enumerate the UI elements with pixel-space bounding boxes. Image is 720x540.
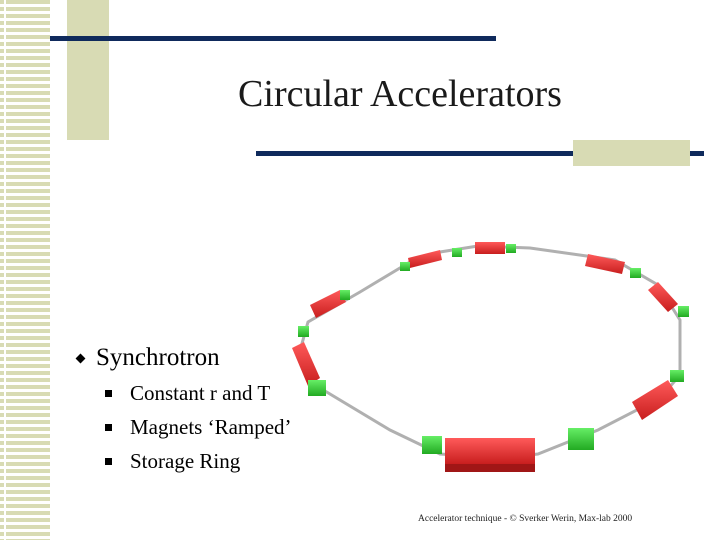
quadrupole-magnet bbox=[630, 268, 641, 278]
quadrupole-magnet bbox=[452, 248, 462, 257]
dipole-magnet-side bbox=[445, 464, 535, 472]
decorative-block-bottom bbox=[573, 140, 690, 166]
dipole-magnet bbox=[585, 254, 625, 274]
quadrupole-magnet bbox=[678, 306, 689, 317]
square-bullet-icon bbox=[105, 457, 112, 465]
quadrupole-magnet bbox=[422, 436, 442, 454]
synchrotron-ring-illustration bbox=[292, 242, 689, 472]
dipole-magnet bbox=[632, 380, 678, 420]
quadrupole-magnet bbox=[568, 428, 594, 450]
quadrupole-magnets bbox=[298, 244, 689, 454]
decorative-block-top bbox=[67, 0, 109, 140]
title-rule-bottom bbox=[256, 151, 704, 156]
sub-bullet-label: Magnets ‘Ramped’ bbox=[130, 414, 292, 439]
sub-bullet-label: Storage Ring bbox=[130, 448, 241, 473]
dipole-magnet bbox=[408, 250, 442, 268]
sub-bullet-item: Constant r and T bbox=[105, 376, 292, 410]
sub-list-wrapper: Constant r and T Magnets ‘Ramped’ Storag… bbox=[75, 376, 292, 478]
bullet-label: Synchrotron bbox=[96, 344, 220, 371]
dipole-magnet bbox=[292, 342, 320, 386]
square-bullet-icon bbox=[105, 389, 112, 397]
quadrupole-magnet bbox=[298, 326, 309, 337]
quadrupole-magnet bbox=[670, 370, 684, 382]
dipole-magnet bbox=[445, 438, 535, 464]
dipole-magnet bbox=[475, 242, 505, 254]
sub-bullet-list: Constant r and T Magnets ‘Ramped’ Storag… bbox=[75, 376, 292, 478]
bullet-item-synchrotron: Synchrotron bbox=[75, 340, 292, 376]
diamond-bullet-icon bbox=[75, 353, 86, 363]
title-rule-top bbox=[50, 36, 496, 41]
decorative-stripe-bar bbox=[0, 0, 50, 540]
quadrupole-magnet bbox=[308, 380, 326, 396]
quadrupole-magnet bbox=[506, 244, 516, 253]
image-credit: Accelerator technique - © Sverker Werin,… bbox=[418, 514, 633, 524]
dipole-magnet bbox=[310, 290, 346, 318]
dipole-magnets bbox=[292, 242, 678, 472]
slide-title: Circular Accelerators bbox=[238, 73, 562, 115]
quadrupole-magnet bbox=[340, 290, 350, 300]
quadrupole-magnet bbox=[400, 262, 410, 271]
dipole-magnet bbox=[648, 282, 678, 312]
sub-bullet-item: Magnets ‘Ramped’ bbox=[105, 410, 292, 444]
beam-pipe bbox=[296, 244, 682, 460]
square-bullet-icon bbox=[105, 423, 112, 431]
sub-bullet-label: Constant r and T bbox=[130, 380, 271, 405]
bullet-list: Synchrotron Constant r and T Magnets ‘Ra… bbox=[75, 340, 292, 478]
sub-bullet-item: Storage Ring bbox=[105, 444, 292, 478]
